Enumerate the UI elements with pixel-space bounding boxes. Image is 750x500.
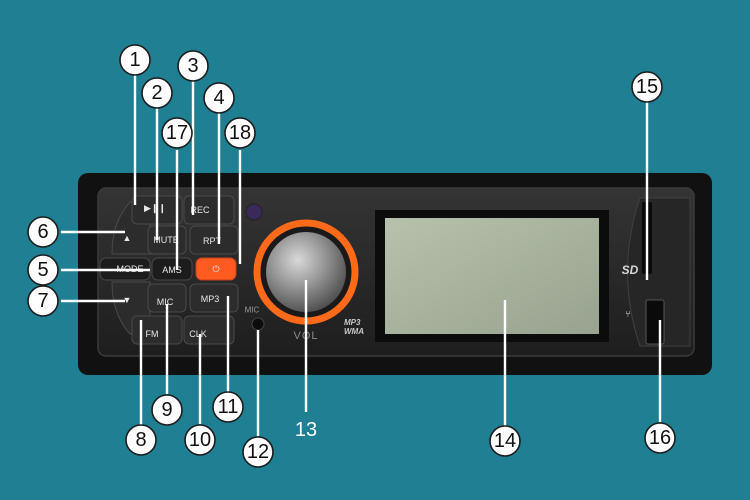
- callout-6: 6: [27, 216, 59, 248]
- svg-text:17: 17: [166, 122, 188, 144]
- svg-text:15: 15: [636, 76, 658, 98]
- mic-label: MIC: [157, 297, 174, 307]
- callout-9: 9: [151, 394, 183, 426]
- svg-text:6: 6: [37, 221, 48, 243]
- seek-up-icon: ▲: [123, 233, 132, 243]
- clk-button[interactable]: [183, 315, 235, 345]
- callout-4: 4: [203, 82, 235, 114]
- power-icon: ⏻: [212, 264, 219, 274]
- mp3-label: MP3: [201, 294, 220, 304]
- callout-10: 10: [184, 424, 216, 456]
- callout-5: 5: [27, 254, 59, 286]
- svg-text:11: 11: [218, 396, 239, 418]
- callout-16: 16: [644, 422, 676, 454]
- callout-lines: [61, 72, 662, 436]
- svg-text:18: 18: [229, 122, 251, 144]
- ams-label: AMS: [162, 265, 182, 275]
- mp3-button[interactable]: [189, 283, 239, 313]
- svg-text:16: 16: [649, 427, 671, 449]
- mic-jack[interactable]: [251, 317, 265, 331]
- callout-1: 1: [119, 44, 151, 76]
- callout-8: 8: [125, 424, 157, 456]
- callout-2: 2: [141, 77, 173, 109]
- fm-button[interactable]: [131, 315, 183, 345]
- callout-17: 17: [161, 117, 193, 149]
- svg-text:10: 10: [189, 429, 211, 451]
- left-button-cluster: ▲ ▼ ▶❙❙ MUTE REC RPT MODE AMS ⏻ MIC MP3 …: [99, 195, 239, 345]
- usb-port[interactable]: [645, 299, 665, 345]
- svg-text:8: 8: [135, 429, 146, 451]
- ir-sensor: [245, 203, 263, 221]
- rec-button[interactable]: [183, 195, 235, 225]
- rpt-button[interactable]: [189, 225, 239, 255]
- svg-text:9: 9: [161, 399, 172, 421]
- rpt-label: RPT: [203, 236, 222, 246]
- fm-label: FM: [146, 329, 159, 339]
- callout-18: 18: [224, 117, 256, 149]
- callout-3: 3: [177, 50, 209, 82]
- ams-button[interactable]: [151, 257, 193, 281]
- callout-13: 13: [295, 419, 317, 441]
- svg-text:14: 14: [494, 430, 516, 452]
- rec-label: REC: [190, 205, 210, 215]
- svg-text:4: 4: [213, 87, 224, 109]
- callout-14: 14: [489, 425, 521, 457]
- clk-label: CLK: [189, 329, 207, 339]
- seek-down-icon: ▼: [123, 295, 132, 305]
- svg-text:13: 13: [295, 419, 317, 441]
- svg-text:7: 7: [37, 290, 48, 312]
- lcd-display: [385, 218, 599, 334]
- svg-text:3: 3: [187, 55, 198, 77]
- svg-text:12: 12: [247, 441, 269, 463]
- callout-12: 12: [242, 436, 274, 468]
- svg-text:2: 2: [151, 82, 162, 104]
- mute-label: MUTE: [153, 235, 179, 245]
- format-label-mp3: MP3: [344, 318, 361, 327]
- usb-icon: ⑂: [625, 309, 630, 319]
- sd-label: SD: [622, 263, 639, 277]
- mic-jack-label: MIC: [245, 306, 260, 315]
- callout-15: 15: [631, 71, 663, 103]
- callout-11: 11: [212, 391, 244, 423]
- play-pause-label: ▶❙❙: [144, 203, 166, 214]
- svg-text:1: 1: [129, 49, 140, 71]
- callout-7: 7: [27, 285, 59, 317]
- svg-text:5: 5: [37, 259, 48, 281]
- volume-knob[interactable]: [266, 232, 346, 312]
- power-button[interactable]: [195, 257, 237, 281]
- format-label-wma: WMA: [344, 327, 364, 336]
